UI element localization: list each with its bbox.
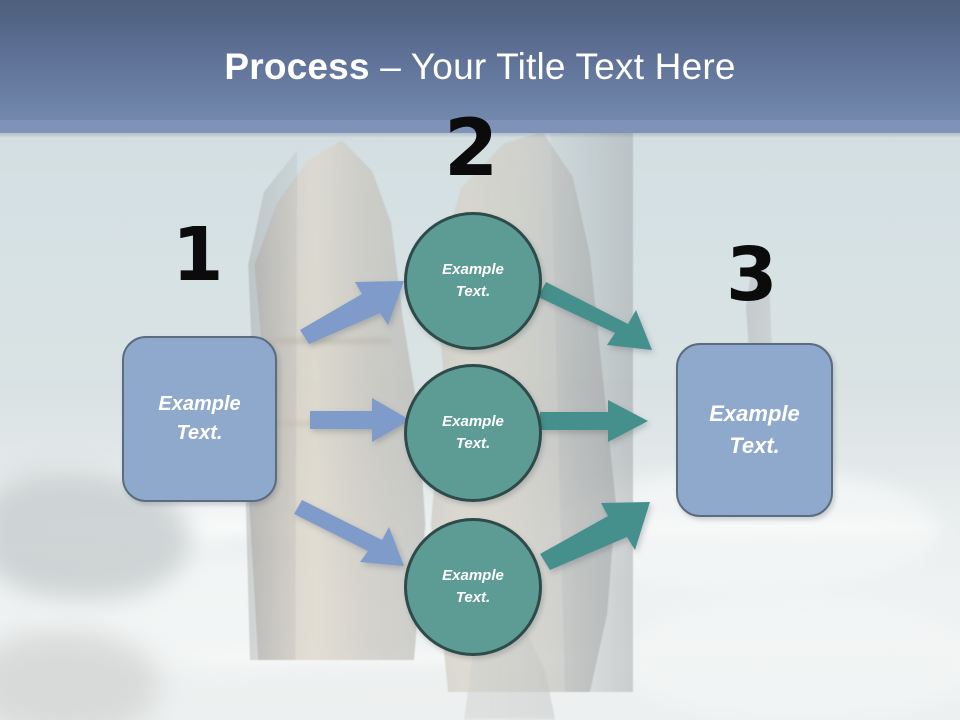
arrow-start-to-branch-top <box>300 281 404 344</box>
page-title-strong: Process <box>224 46 370 87</box>
arrow-start-to-branch-bottom <box>294 500 404 566</box>
step-number-2: 2 <box>444 104 499 194</box>
arrow-start-to-branch-middle <box>310 398 410 442</box>
background-wave <box>600 520 940 534</box>
page-title: Process – Your Title Text Here <box>0 46 960 88</box>
step-number-3: 3 <box>726 232 778 318</box>
title-band <box>0 0 960 120</box>
arrow-branch-middle-to-end <box>540 400 648 442</box>
page-title-rest: – Your Title Text Here <box>369 46 736 87</box>
background-rock-stack-right <box>738 246 782 356</box>
title-band-shadow <box>0 133 960 138</box>
background-foam <box>620 600 960 720</box>
arrow-branch-bottom-to-end <box>540 502 650 570</box>
title-band-rule <box>0 120 960 133</box>
arrow-branch-top-to-end <box>538 282 652 350</box>
step-number-1: 1 <box>172 212 224 298</box>
